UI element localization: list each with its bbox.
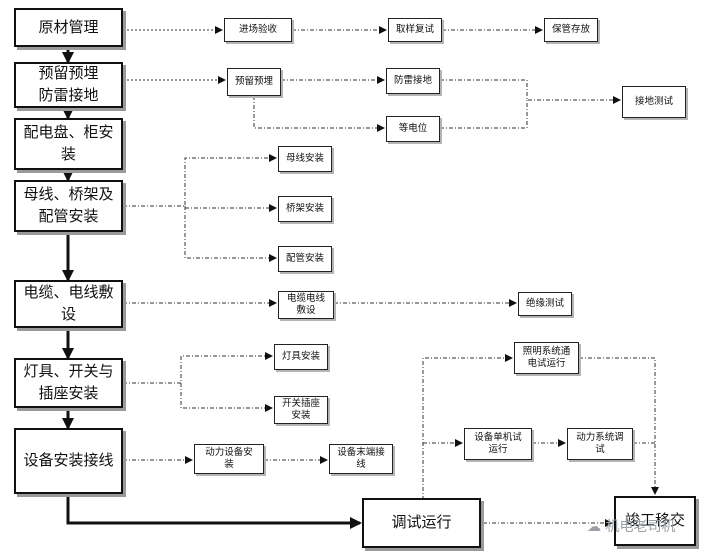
- edge-m4-s8: [123, 154, 277, 207]
- edge-m7-m8: [66, 494, 362, 529]
- watermark-text: ☁ 机电老司机: [587, 516, 675, 536]
- node-raw-material-management: 原材管理: [14, 8, 123, 47]
- node-switch-socket-install: 开关插座 安装: [274, 396, 328, 424]
- node-equipment-wiring: 设备安装接线: [14, 428, 123, 494]
- node-grounding-test: 接地测试: [622, 86, 686, 118]
- node-commissioning: 调试运行: [362, 498, 481, 548]
- node-cable-wire-laying: 电缆、电线敷 设: [14, 280, 123, 328]
- node-storage: 保管存放: [544, 18, 598, 42]
- node-handover: 竣工移交: [614, 496, 696, 546]
- wechat-icon: ☁: [587, 519, 601, 535]
- node-distribution-cabinet-install: 配电盘、柜安 装: [14, 118, 123, 170]
- watermark-label: 机电老司机: [605, 519, 676, 535]
- edge-m4-s10: [184, 206, 277, 262]
- node-insulation-test: 绝缘测试: [518, 292, 572, 316]
- node-equipment-terminal-wiring: 设备末端接 线: [329, 444, 393, 474]
- node-power-equipment-install: 动力设备安 装: [194, 444, 264, 474]
- edge-m6-s14: [180, 383, 273, 412]
- node-equipotential: 等电位: [386, 116, 440, 142]
- node-lamp-install: 灯具安装: [274, 344, 328, 370]
- edge-s4-s6: [253, 96, 385, 132]
- edge-m8-s17: [422, 354, 513, 500]
- node-power-system-debug: 动力系统调 试: [567, 428, 633, 460]
- node-sampling-retest: 取样复试: [388, 18, 442, 42]
- node-embedded: 预留预埋: [227, 68, 281, 96]
- edge-s6-s7: [440, 100, 528, 129]
- node-unit-trial-run: 设备单机试 运行: [464, 428, 532, 460]
- node-tray-install: 桥架安装: [278, 196, 332, 222]
- node-site-acceptance: 进场验收: [224, 18, 292, 42]
- node-embedded-lightning-protection: 预留预埋 防雷接地: [14, 62, 123, 108]
- node-conduit-install: 配管安装: [278, 246, 332, 272]
- node-busbar-install: 母线安装: [278, 146, 332, 172]
- edge-m6-s13: [123, 352, 273, 384]
- edge-s17-m9: [579, 357, 659, 495]
- node-lamp-switch-socket-install: 灯具、开关与 插座安装: [14, 358, 123, 408]
- edge-s5-s7: [440, 79, 621, 104]
- node-busbar-tray-conduit-install: 母线、桥架及 配管安装: [14, 180, 123, 232]
- node-lighting-power-trial: 照明系统通 电试运行: [514, 342, 579, 374]
- node-cable-laying: 电缆电线 敷设: [278, 291, 334, 319]
- main-flow-arrows: [62, 47, 362, 529]
- node-lightning-grounding: 防雷接地: [386, 68, 440, 94]
